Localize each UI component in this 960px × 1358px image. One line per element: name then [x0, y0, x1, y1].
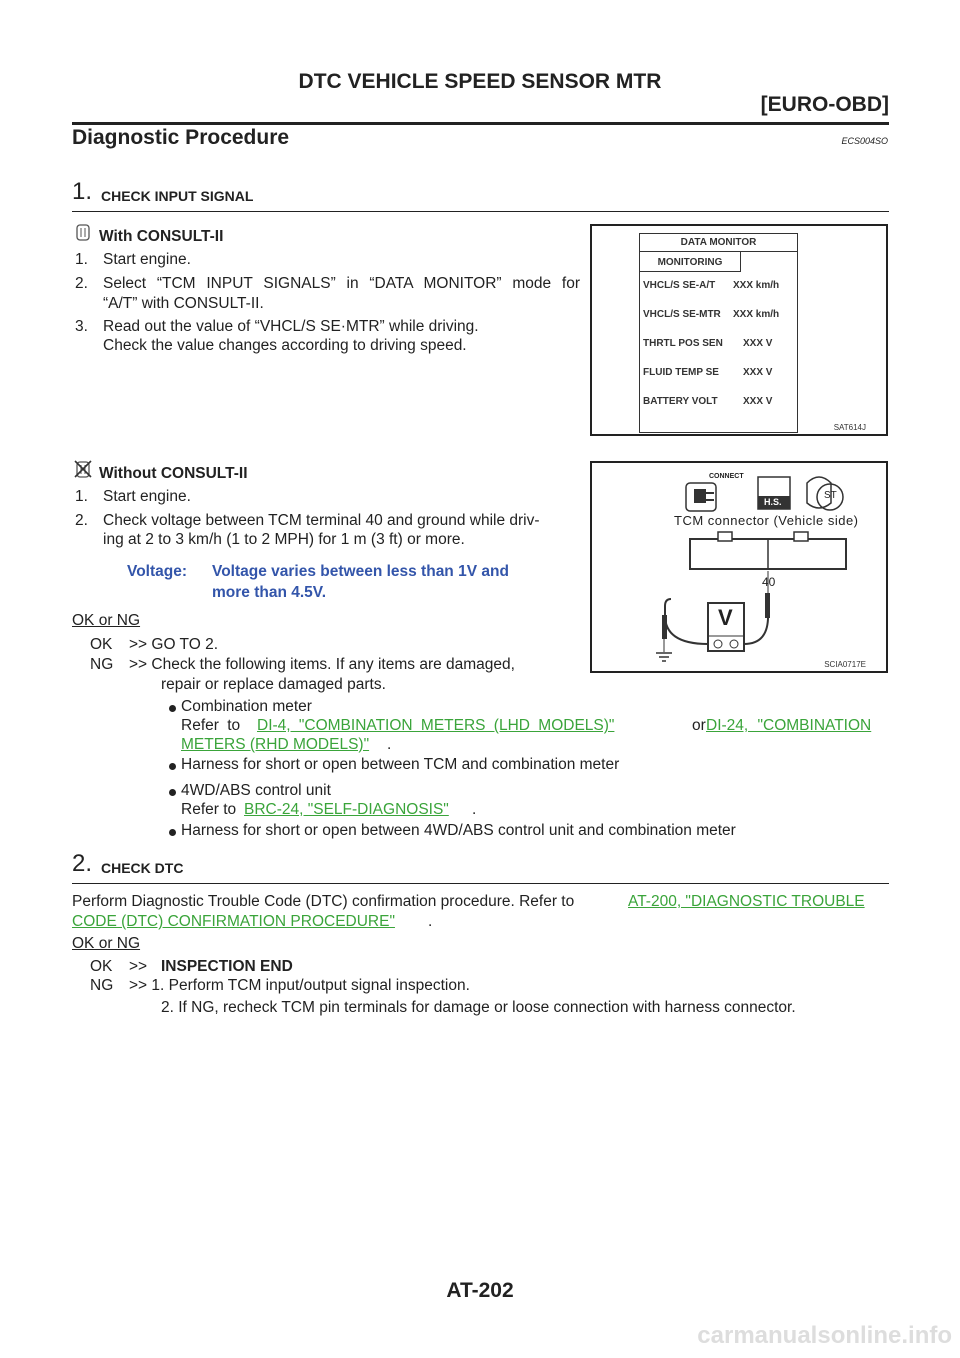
- list-item: Read out the value of “VHCL/S SE·MTR” wh…: [103, 318, 479, 335]
- list-item-number: 1.: [75, 488, 88, 505]
- figure-code: SAT614J: [833, 423, 866, 432]
- ok-action: >> GO TO 2.: [129, 636, 219, 653]
- data-monitor-title: DATA MONITOR: [680, 237, 757, 248]
- list-item: Select “TCM INPUT SIGNALS” in “DATA MONI…: [103, 275, 580, 292]
- ng-action: repair or replace damaged parts.: [161, 676, 386, 693]
- check-item-title: Combination meter: [181, 698, 312, 715]
- ground-icon: [656, 652, 672, 662]
- monitor-row-name: VHCL/S SE-A/T: [643, 280, 716, 291]
- monitoring-label: MONITORING: [657, 257, 723, 268]
- tcm-connector-figure: CONNECT H.S. ST TCM connector (Vehicle s…: [590, 461, 888, 673]
- check-item: Harness for short or open between 4WD/AB…: [181, 822, 736, 839]
- page-title: Diagnostic Procedure: [72, 126, 290, 149]
- ng-label: NG: [90, 656, 114, 673]
- list-item: Start engine.: [103, 488, 191, 505]
- harness-icon: [757, 476, 791, 510]
- list-item: Start engine.: [103, 251, 191, 268]
- monitor-row-value: XXX V: [743, 396, 773, 407]
- monitor-row-name: THRTL POS SEN: [643, 338, 723, 349]
- period: .: [428, 913, 433, 930]
- list-item-number: 2.: [75, 512, 88, 529]
- bullet: [169, 705, 176, 712]
- voltage-spec: more than 4.5V.: [212, 584, 327, 601]
- period: .: [387, 736, 392, 753]
- ng-action: >> 1. Perform TCM input/output signal in…: [129, 977, 470, 994]
- refer-text: Refer to: [181, 801, 237, 818]
- st-label: ST: [824, 490, 837, 501]
- section-code: ECS004SO: [841, 136, 888, 146]
- monitor-row-value: XXX km/h: [733, 280, 780, 291]
- page-number: AT-202: [446, 1279, 514, 1302]
- step2-number: 2.: [72, 850, 93, 877]
- step1-number: 1.: [72, 178, 93, 205]
- voltmeter-label: V: [718, 605, 733, 630]
- ok-label: OK: [90, 958, 113, 975]
- page-header-title: DTC VEHICLE SPEED SENSOR MTR: [298, 70, 662, 93]
- voltmeter: [707, 602, 745, 652]
- voltage-spec: Voltage varies between less than 1V and: [212, 563, 509, 580]
- consult-icon: [76, 224, 90, 241]
- list-item: Check the value changes according to dri…: [103, 337, 467, 354]
- list-item: Check voltage between TCM terminal 40 an…: [103, 512, 540, 529]
- tcm-connector: [689, 531, 847, 570]
- step2-rule: [72, 883, 889, 884]
- bullet: [169, 789, 176, 796]
- ok-prefix: >>: [129, 958, 148, 975]
- bullet: [169, 829, 176, 836]
- check-item-title: 4WD/ABS control unit: [181, 782, 331, 799]
- ok-ng-label: OK or NG: [72, 935, 141, 952]
- monitor-row-value: XXX V: [743, 367, 773, 378]
- terminal-number: 40: [762, 575, 776, 589]
- step2-text: Perform Diagnostic Trouble Code (DTC) co…: [72, 893, 575, 910]
- connector-caption: TCM connector (Vehicle side): [674, 513, 859, 528]
- watermark: carmanualsonline.info: [697, 1322, 952, 1349]
- step1-title: CHECK INPUT SIGNAL: [101, 188, 254, 204]
- ok-ng-label: OK or NG: [72, 612, 141, 629]
- data-monitor-figure: DATA MONITOR MONITORING VHCL/S SE-A/T XX…: [590, 224, 888, 436]
- list-item-number: 2.: [75, 275, 88, 292]
- list-item: ing at 2 to 3 km/h (1 to 2 MPH) for 1 m …: [103, 531, 465, 548]
- ignition-switch-icon: [806, 476, 844, 511]
- monitoring-tab: [639, 251, 741, 272]
- period: .: [472, 801, 477, 818]
- connector-diagram: [656, 476, 847, 662]
- monitor-row-name: VHCL/S SE-MTR: [643, 309, 721, 320]
- monitor-row-value: XXX km/h: [733, 309, 780, 320]
- link-brc24[interactable]: BRC-24, "SELF-DIAGNOSIS": [244, 801, 449, 818]
- section-label: [EURO-OBD]: [760, 93, 889, 116]
- or-text: or: [692, 717, 706, 734]
- monitor-row-name: BATTERY VOLT: [643, 396, 718, 407]
- voltage-label: Voltage:: [127, 563, 187, 580]
- hs-label: H.S.: [764, 497, 782, 507]
- monitor-row-value: XXX V: [743, 338, 773, 349]
- link-di24[interactable]: DI-24, "COMBINATION: [706, 717, 872, 734]
- step1-rule: [72, 211, 889, 212]
- header-rule: [72, 122, 889, 125]
- link-at200[interactable]: AT-200, "DIAGNOSTIC TROUBLE: [628, 893, 865, 910]
- ng-action: 2. If NG, recheck TCM pin terminals for …: [161, 999, 796, 1016]
- ok-action: INSPECTION END: [161, 958, 293, 975]
- link-di24[interactable]: METERS (RHD MODELS)": [181, 736, 370, 753]
- step2-title: CHECK DTC: [101, 860, 184, 876]
- list-item-number: 1.: [75, 251, 88, 268]
- connect-icon: [685, 482, 717, 512]
- ng-label: NG: [90, 977, 114, 994]
- connect-label: CONNECT: [709, 473, 744, 480]
- list-item-number: 3.: [75, 318, 88, 335]
- link-di4[interactable]: DI-4, "COMBINATION METERS (LHD MODELS)": [257, 717, 615, 734]
- link-at200[interactable]: CODE (DTC) CONFIRMATION PROCEDURE": [72, 913, 395, 930]
- with-consult-label: With CONSULT-II: [99, 228, 224, 245]
- ng-action: >> Check the following items. If any ite…: [129, 656, 515, 673]
- no-consult-icon: [74, 460, 92, 478]
- monitor-row-name: FLUID TEMP SE: [643, 367, 719, 378]
- ok-label: OK: [90, 636, 113, 653]
- probe-wires: [662, 571, 770, 652]
- refer-text: Refer to: [181, 717, 241, 734]
- list-item: “A/T” with CONSULT-II.: [103, 295, 264, 312]
- figure-code: SCIA0717E: [824, 660, 866, 669]
- check-item: Harness for short or open between TCM an…: [181, 756, 620, 773]
- without-consult-label: Without CONSULT-II: [99, 465, 248, 482]
- bullet: [169, 763, 176, 770]
